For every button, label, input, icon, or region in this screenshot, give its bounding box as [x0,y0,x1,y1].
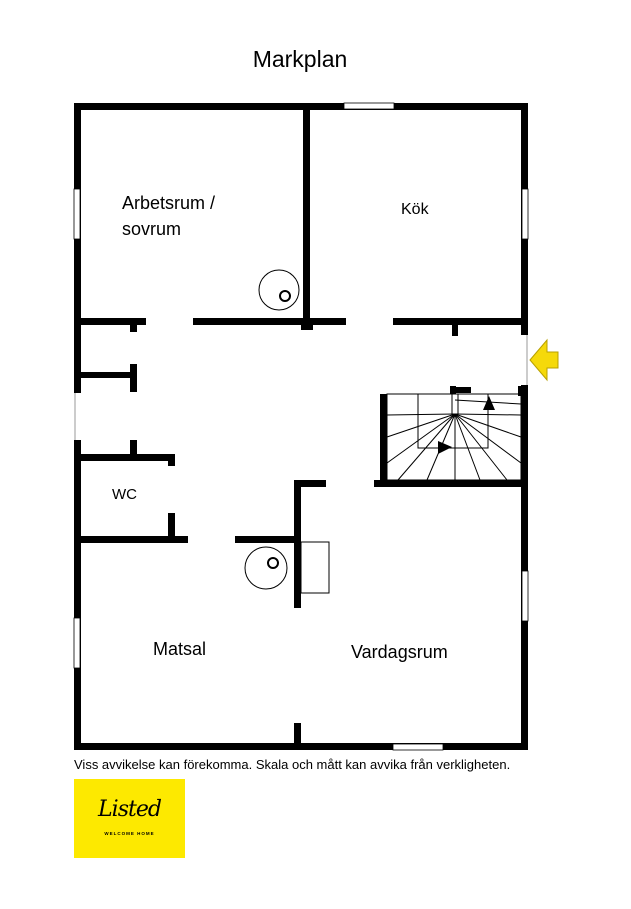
stair-arrow-right-icon [438,441,452,454]
disclaimer-text: Viss avvikelse kan förekomma. Skala och … [74,757,511,772]
room-label-wc: WC [112,486,137,503]
windows [73,102,529,751]
logo-script: Listed [98,797,162,822]
interior-walls [74,103,528,747]
listed-logo: Listed WELCOME HOME [74,779,185,858]
page-title: Markplan [252,46,348,72]
staircase [386,393,522,481]
room-label-kok: Kök [401,201,429,218]
room-label-matsal: Matsal [153,639,207,659]
room-label-vardagsrum: Vardagsrum [351,642,448,662]
room-label-arbetsrum: Arbetsrum / sovrum [122,193,216,239]
stair-arrow-up-icon [483,396,495,410]
logo-tagline: WELCOME HOME [104,831,155,836]
fixtures [244,269,330,594]
entrance-arrow-icon [529,338,559,382]
